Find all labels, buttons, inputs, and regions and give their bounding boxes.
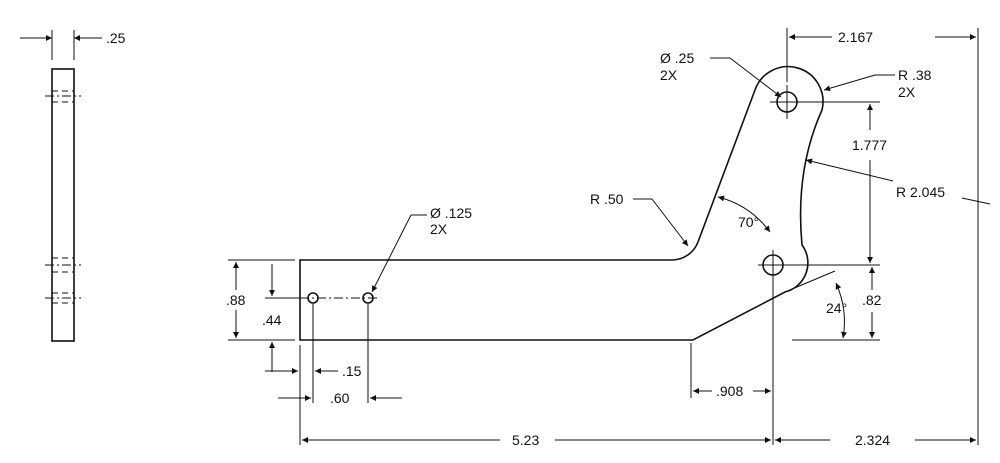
- side-thickness-label: .25: [106, 30, 126, 46]
- chamfer-angle-label: 24°: [826, 300, 847, 316]
- hole-dia-large-label: Ø .25: [660, 50, 694, 66]
- part-outline: [299, 65, 824, 341]
- arm-angle-label: 70°: [738, 214, 759, 230]
- extension-line: [784, 270, 836, 293]
- leader-line: [805, 158, 894, 182]
- base-height-label: .88: [226, 292, 246, 308]
- arm-height-label: 1.777: [852, 137, 887, 153]
- arm-radius-label: R 2.045: [896, 184, 945, 200]
- end-radius-label: R .38: [898, 67, 932, 83]
- side-view: .25: [20, 30, 126, 342]
- leader-line: [651, 198, 689, 247]
- angle-arc: [835, 282, 848, 339]
- overall-length-left-label: 5.23: [512, 432, 539, 448]
- dimensions: 2.167 Ø .25 2X R .38 2X 1.777 R 2.045 R …: [226, 28, 991, 448]
- leader-line: [729, 57, 782, 98]
- fillet-radius-label: R .50: [590, 191, 624, 207]
- end-radius-qty: 2X: [898, 84, 916, 100]
- leader-line: [961, 197, 991, 205]
- hole-dia-large-qty: 2X: [660, 67, 678, 83]
- hole-dia-small-qty: 2X: [430, 221, 448, 237]
- leader-line: [371, 214, 412, 293]
- front-view: [299, 65, 880, 341]
- leader-line: [823, 74, 876, 92]
- hole-height-label: .44: [262, 312, 282, 328]
- hole-offset-label: .15: [342, 363, 362, 379]
- width-top-label: 2.167: [838, 29, 873, 45]
- angle-arc: [717, 195, 771, 233]
- overall-length-right-label: 2.324: [855, 432, 890, 448]
- hole-dia-small-label: Ø .125: [430, 205, 472, 221]
- side-view-outline: [51, 68, 75, 342]
- hole-spacing-label: .60: [330, 390, 350, 406]
- right-height-label: .82: [862, 292, 882, 308]
- chamfer-length-label: .908: [716, 383, 743, 399]
